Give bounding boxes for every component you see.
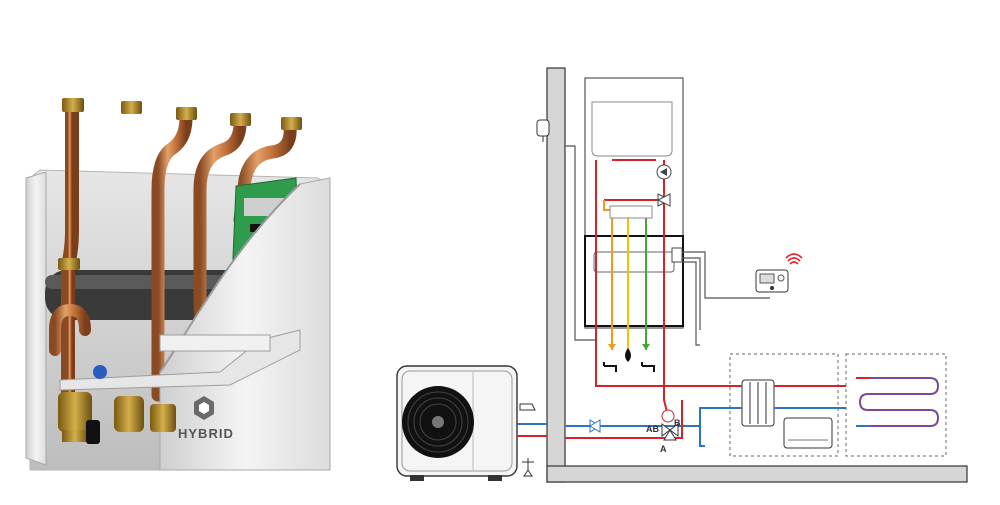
bottom-valves bbox=[58, 365, 176, 444]
underfloor-heating-icon bbox=[856, 377, 940, 427]
circulation-pump-icon bbox=[656, 164, 672, 180]
valve-label-a: A bbox=[660, 444, 667, 454]
fan-coil-icon bbox=[783, 417, 833, 449]
valve-label-b: B bbox=[674, 418, 681, 428]
three-way-valve-icon bbox=[656, 193, 672, 207]
radiator-zone bbox=[729, 353, 846, 457]
check-valve-icon bbox=[589, 419, 601, 433]
control-wiring bbox=[565, 145, 770, 346]
valve-label-ab: AB bbox=[646, 424, 659, 434]
drain-valve-icon bbox=[522, 458, 534, 477]
hybrid-logo: HYBRID bbox=[178, 396, 234, 441]
diverting-valve: AB B A bbox=[646, 409, 681, 454]
system-schematic-diagram: AB B A bbox=[396, 67, 968, 483]
fan-icon bbox=[402, 386, 474, 458]
building-wall bbox=[546, 67, 968, 483]
hybrid-module-box bbox=[584, 235, 684, 327]
gas-flame-icon bbox=[625, 348, 631, 362]
radiator-icon bbox=[741, 379, 775, 427]
outdoor-heat-pump-unit bbox=[396, 365, 518, 481]
pipe-fittings bbox=[58, 98, 302, 270]
tap-icon bbox=[641, 362, 655, 372]
boiler-pipes bbox=[595, 159, 665, 350]
tap-icon bbox=[603, 362, 617, 372]
wall-thermostat-icon bbox=[755, 269, 789, 293]
outdoor-sensor-icon bbox=[536, 119, 550, 142]
wifi-signal-icon bbox=[785, 253, 803, 265]
hybrid-module-illustration: HYBRID bbox=[25, 98, 331, 471]
underfloor-zone bbox=[845, 353, 947, 457]
hybrid-brand-label: HYBRID bbox=[178, 426, 234, 441]
filter-icon bbox=[519, 403, 536, 411]
